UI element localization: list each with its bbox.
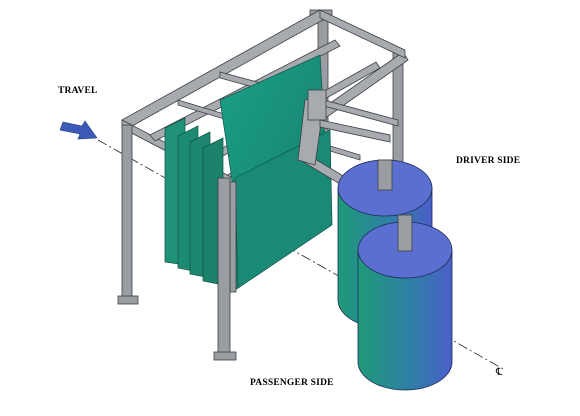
passenger-side-label: PASSENGER SIDE: [250, 378, 334, 388]
brush-passenger: [357, 214, 453, 391]
frame-front-legs: [117, 124, 237, 361]
arrow-right-icon: [59, 120, 98, 140]
curtain-panels: [164, 54, 333, 291]
centerline-symbol: ℄: [496, 367, 503, 378]
travel-label: TRAVEL: [58, 86, 98, 96]
driver-side-label: DRIVER SIDE: [456, 156, 521, 166]
